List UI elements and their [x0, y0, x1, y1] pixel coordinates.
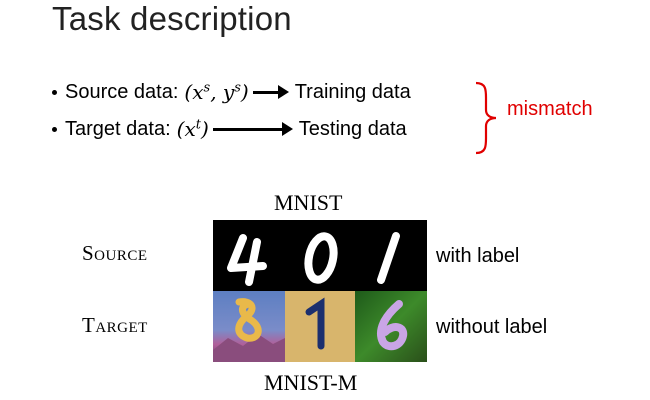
source-digit-4	[227, 234, 267, 286]
source-row-label: Source	[82, 241, 148, 265]
target-digit-1	[305, 297, 325, 350]
target-digit-6	[377, 300, 408, 351]
mnist-m-caption: MNIST-M	[264, 370, 358, 395]
digit-samples-image	[213, 220, 427, 362]
mnist-caption: MNIST	[274, 190, 343, 215]
bullet-dot	[52, 89, 57, 95]
bullet-label: Target data:	[65, 117, 171, 140]
source-math: (xs, ys)	[184, 80, 249, 104]
arrow-right-icon	[252, 84, 289, 99]
bullet-result: Testing data	[298, 117, 407, 140]
bullet-target-data: Target data: (xt) Testing data	[52, 117, 407, 141]
curly-brace-icon	[475, 81, 497, 155]
target-digit-8	[235, 298, 262, 342]
target-math: (xt)	[176, 117, 209, 141]
source-digit-0	[304, 232, 338, 284]
source-row-description: with label	[436, 245, 520, 267]
bullet-dot	[52, 126, 57, 132]
bullet-label: Source data:	[65, 80, 179, 103]
bullet-result: Training data	[294, 80, 411, 103]
target-row-description: without label	[436, 316, 548, 338]
page-title: Task description	[52, 0, 292, 37]
arrow-right-icon	[212, 121, 293, 136]
mismatch-label: mismatch	[507, 98, 593, 120]
target-row-label: Target	[82, 313, 148, 337]
bullet-source-data: Source data: (xs, ys) Training data	[52, 80, 411, 104]
source-digit-1	[377, 232, 400, 284]
